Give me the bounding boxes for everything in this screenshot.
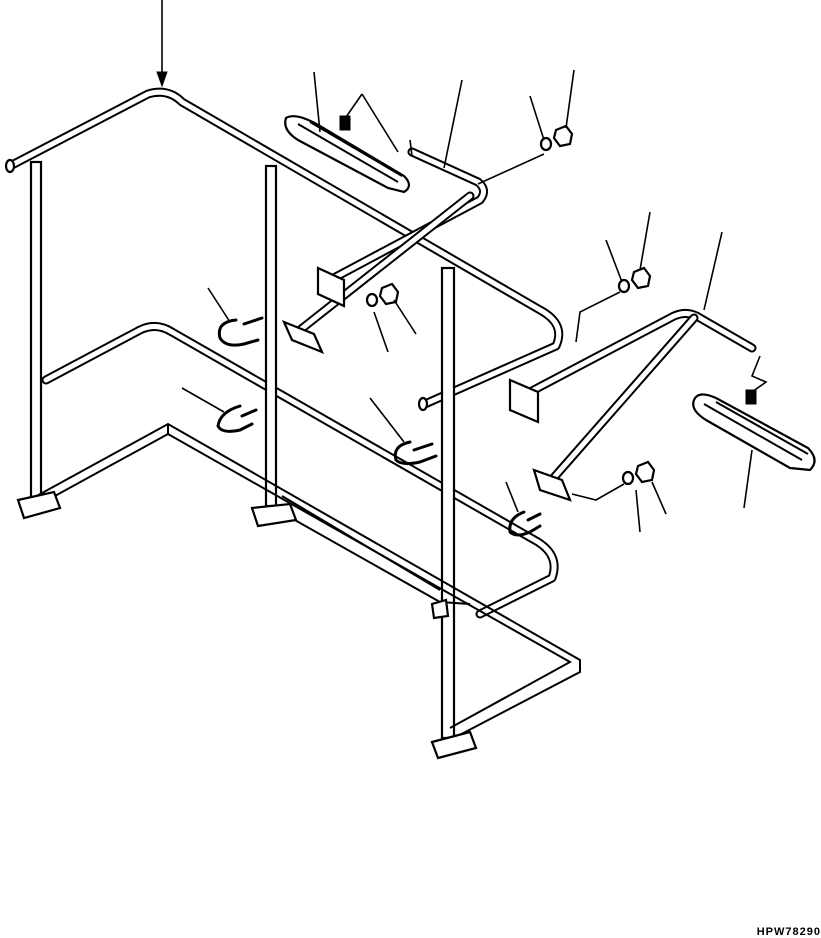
post-left <box>29 160 43 500</box>
leader-lines <box>156 0 768 533</box>
drawing-code: HPW78290 <box>756 926 821 938</box>
upper-handrail <box>4 87 564 412</box>
washer-icon <box>621 470 635 486</box>
middle-handrail <box>41 322 559 619</box>
step-bracket-right <box>508 308 816 502</box>
post-right <box>440 266 456 740</box>
nut-icon <box>630 266 652 290</box>
mounting-plate <box>532 468 572 502</box>
post-center <box>264 164 278 508</box>
mounting-plate <box>281 319 325 355</box>
rail-end-cap <box>4 158 16 174</box>
foot-plates <box>16 490 478 760</box>
mounting-plate <box>316 266 346 308</box>
washer-icon <box>365 292 379 308</box>
u-bolts <box>216 316 542 537</box>
handrail-posts <box>29 160 456 740</box>
washer-icon <box>617 278 631 294</box>
rail-end-cap <box>417 396 429 412</box>
arrow-down-icon <box>156 71 168 88</box>
foot-plate-left <box>16 490 62 520</box>
nut-icon <box>552 124 574 148</box>
base-frame <box>21 422 581 741</box>
bolt-icon <box>339 115 351 131</box>
foot-plate-right <box>430 730 478 760</box>
washer-icon <box>539 136 553 152</box>
foot-plate-mid <box>430 598 450 620</box>
step-bracket-left <box>281 115 488 355</box>
mounting-plate <box>508 378 540 424</box>
bolt-icon <box>745 389 757 405</box>
foot-plate-center <box>250 502 298 528</box>
nut-icon <box>634 460 656 484</box>
fasteners <box>365 124 656 486</box>
